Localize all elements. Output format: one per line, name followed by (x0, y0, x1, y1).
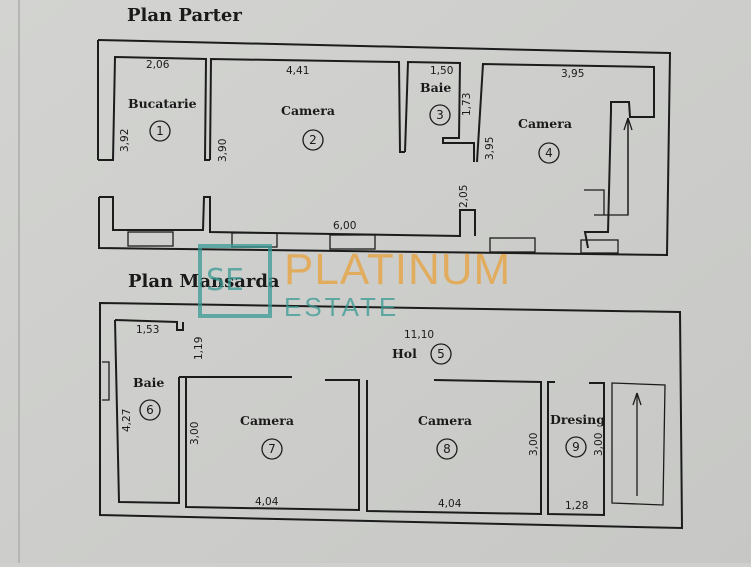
room-number-circle-6 (139, 399, 161, 421)
plan-parter-title: Plan Parter (127, 5, 242, 26)
room-number-circle-2 (302, 129, 324, 151)
dimension-label: 1,73 (461, 93, 473, 116)
room-name-baie-mansarda: Baie (133, 375, 164, 390)
dimension-label: 4,41 (286, 65, 309, 77)
dimension-label: 3,90 (217, 139, 229, 162)
dimension-label: 11,10 (404, 329, 434, 341)
dimension-label: 6,00 (333, 220, 356, 232)
platinum-estate-watermark: SE PLATINUM ESTATE (198, 244, 511, 322)
room-number-9: 9 (572, 440, 580, 454)
room-name-camera-8: Camera (418, 413, 472, 428)
room-number-circle-3 (429, 104, 451, 126)
dimension-label: 1,28 (565, 500, 588, 512)
room-number-2: 2 (309, 133, 317, 147)
dimension-label: 3,95 (561, 68, 584, 80)
room-number-8: 8 (443, 442, 451, 456)
room-number-5: 5 (437, 347, 445, 361)
room-number-1: 1 (156, 124, 164, 138)
plan-mansarda-title: Plan Mansarda (128, 271, 280, 292)
room-number-circle-9 (565, 436, 587, 458)
room-number-7: 7 (268, 442, 276, 456)
plan-parter-walls (97, 39, 672, 257)
room-name-camera-4: Camera (518, 116, 572, 131)
room-name-hol: Hol (392, 346, 417, 361)
room-number-4: 4 (545, 146, 553, 160)
watermark-sub: ESTATE (284, 292, 399, 322)
dimension-label: 3,92 (119, 129, 131, 152)
room-number-circle-1 (149, 120, 171, 142)
dimension-label: 3,00 (189, 422, 201, 445)
dimension-label: 2,06 (146, 59, 170, 71)
dimension-label: 1,19 (193, 337, 205, 360)
room-number-3: 3 (436, 108, 444, 122)
room-name-camera-2: Camera (281, 103, 335, 118)
dimension-label: 1,50 (430, 65, 453, 77)
dimension-label: 3,00 (593, 433, 605, 456)
room-name-camera-7: Camera (240, 413, 294, 428)
dimension-label: 4,04 (438, 498, 462, 510)
dimension-label: 2,05 (458, 185, 470, 208)
dimension-label: 3,95 (484, 137, 496, 160)
watermark-logo-mark: SE (206, 263, 244, 298)
room-number-6: 6 (146, 403, 154, 417)
dimension-label: 4,04 (255, 496, 279, 508)
dimension-label: 4,27 (121, 409, 133, 432)
dimension-label: 3,00 (528, 433, 540, 456)
room-number-circle-8 (436, 438, 458, 460)
plan-mansarda-walls (99, 301, 684, 530)
room-number-circle-7 (261, 438, 283, 460)
watermark-logo-frame (198, 244, 272, 318)
room-name-dresing: Dresing (550, 412, 605, 427)
room-name-baie-parter: Baie (420, 80, 451, 95)
room-number-circle-4 (538, 142, 560, 164)
room-name-bucatarie: Bucatarie (128, 96, 197, 111)
watermark-brand: PLATINUM (284, 245, 511, 294)
dimension-label: 1,53 (136, 324, 159, 336)
room-number-circle-5 (430, 343, 452, 365)
